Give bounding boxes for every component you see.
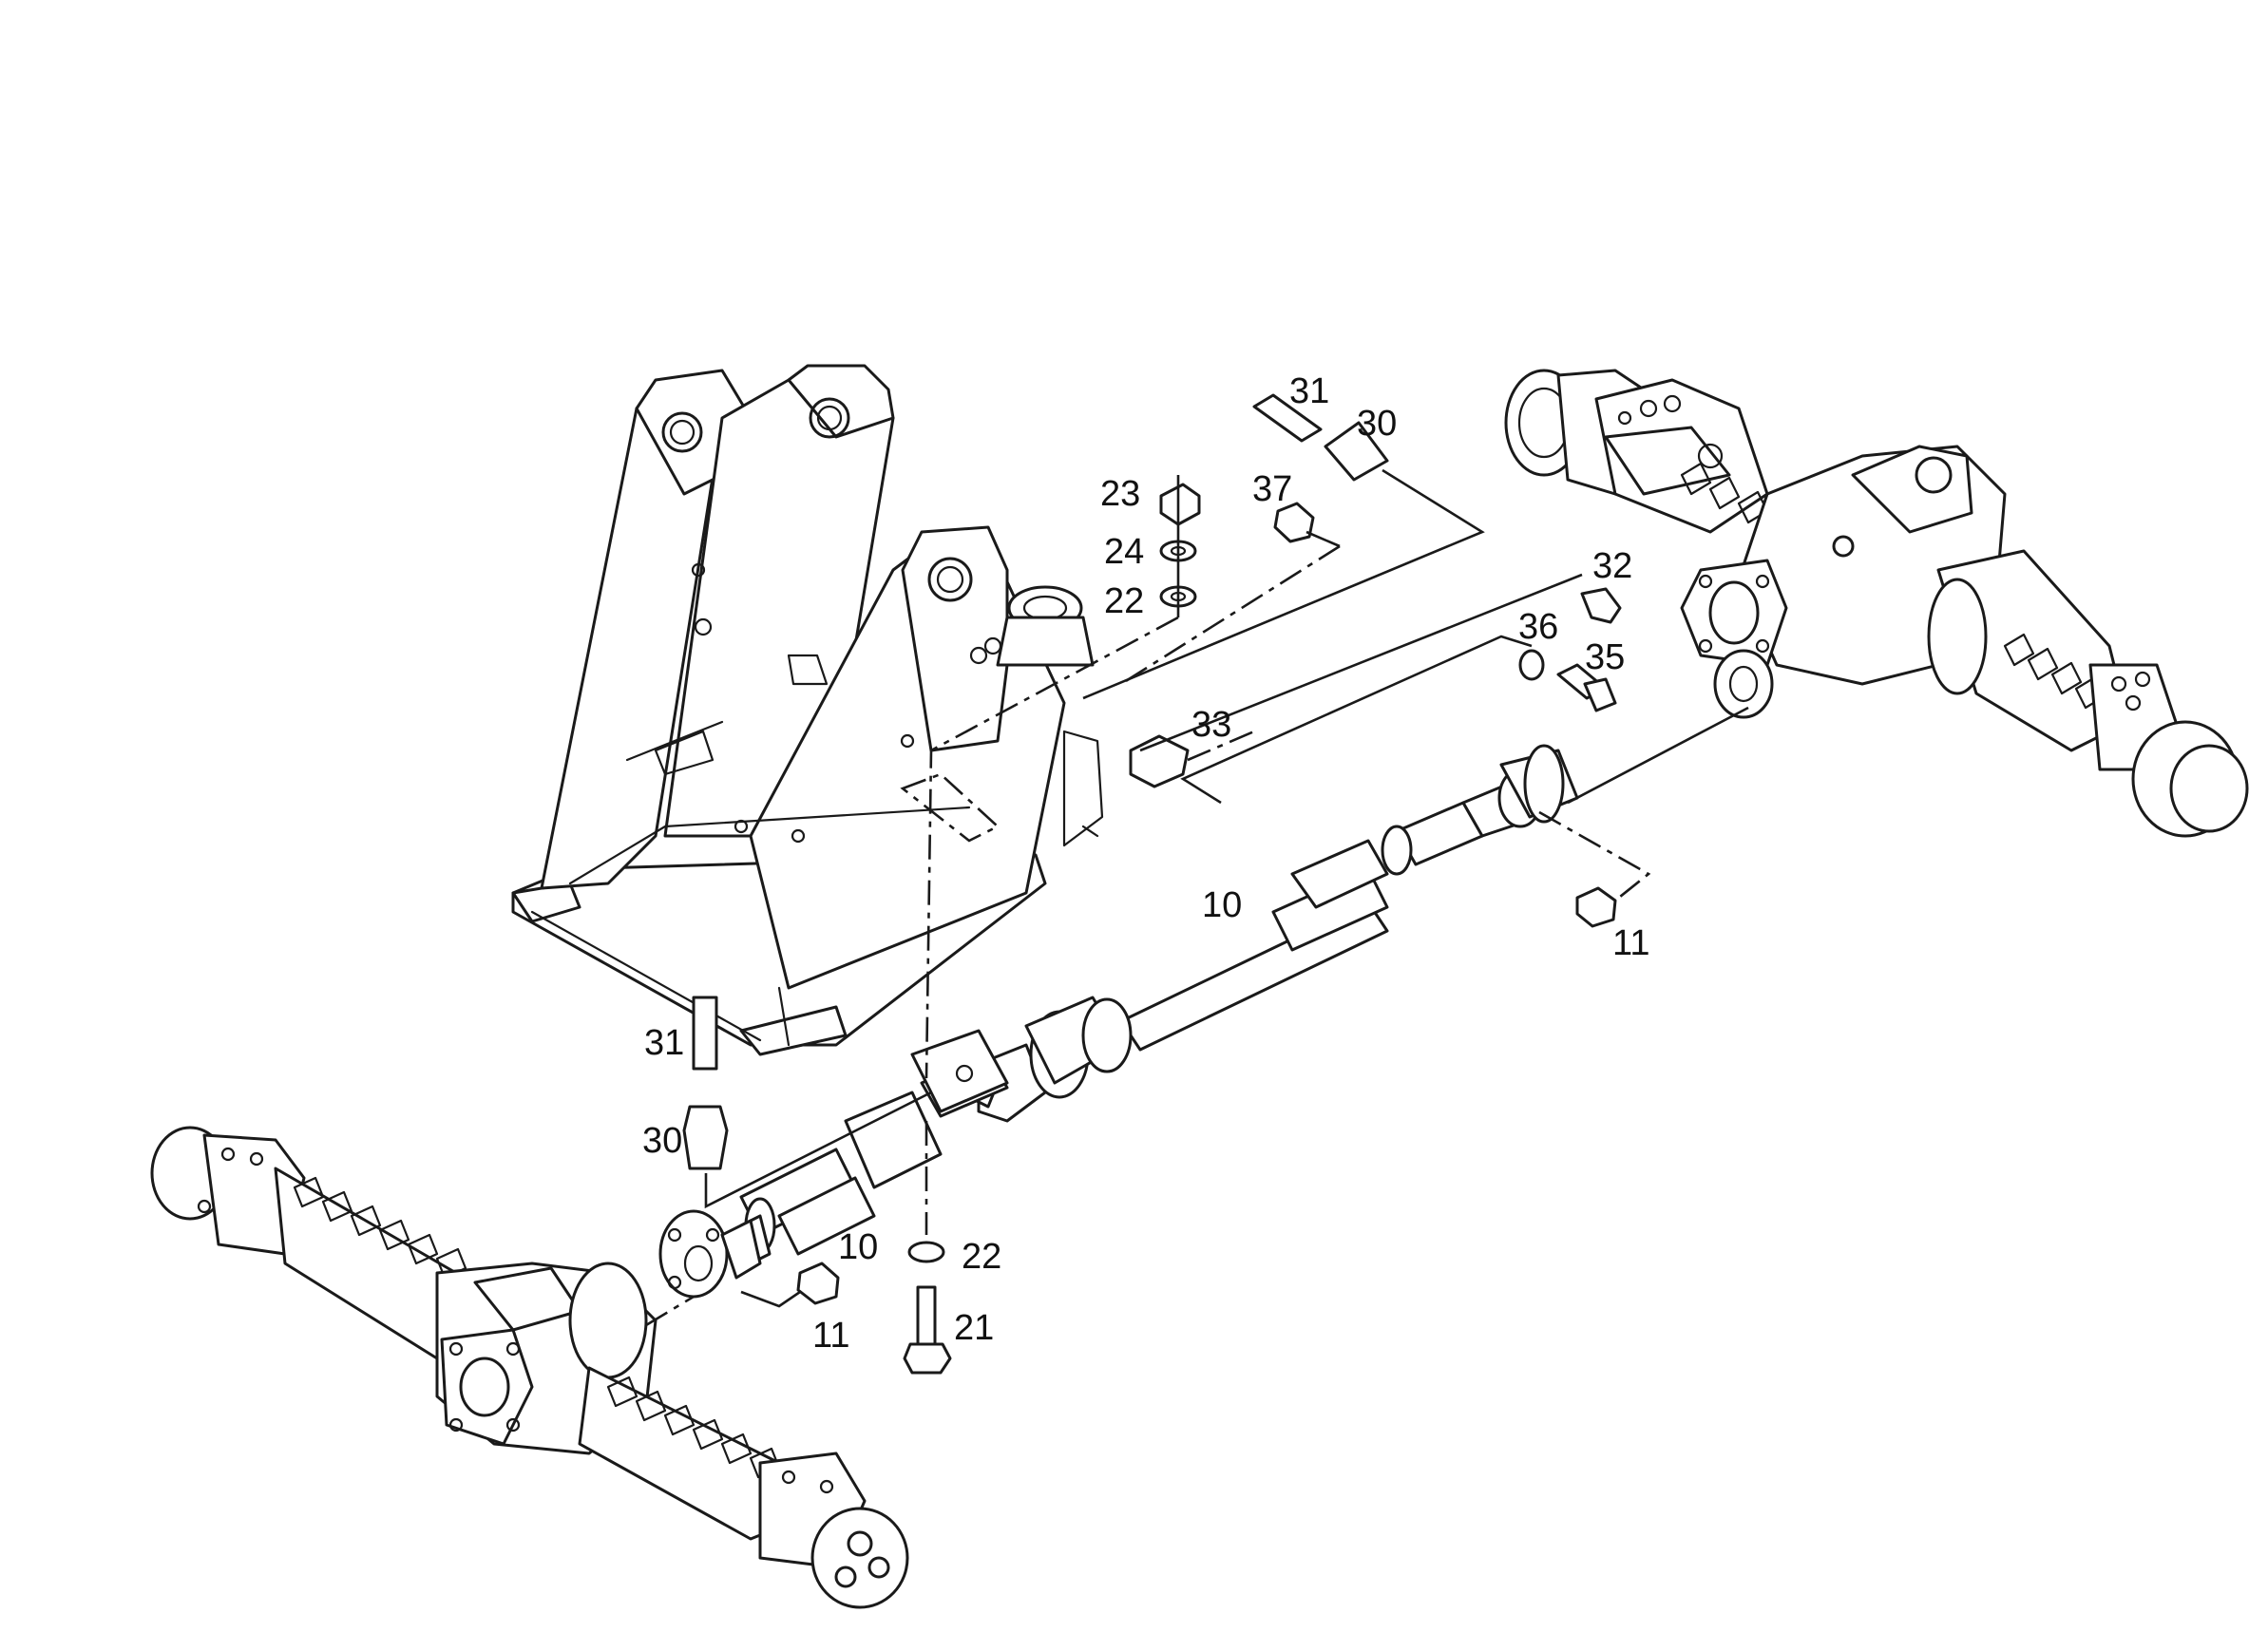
- callout-23: 23: [1100, 474, 1140, 514]
- nut-37: [1273, 502, 1315, 543]
- callout-labels: 31 30 23 37 24 22 32 36 35 33 10 11 31 3…: [642, 371, 1649, 1356]
- leader-lines: [645, 468, 1651, 1327]
- callout-24: 24: [1104, 532, 1144, 572]
- callout-36: 36: [1518, 607, 1558, 647]
- callout-21: 21: [954, 1308, 994, 1348]
- chassis-frame: [511, 364, 1104, 1056]
- callout-31-bottom: 31: [644, 1023, 684, 1063]
- callout-10-bottom: 10: [838, 1227, 878, 1267]
- callout-32: 32: [1592, 546, 1632, 586]
- fitting-30-top: [1324, 421, 1389, 482]
- callout-31-top: 31: [1289, 371, 1329, 411]
- pin-31-top: [1252, 393, 1323, 443]
- front-axle: [150, 1126, 909, 1609]
- fitting-30-bottom: [682, 1105, 729, 1170]
- nut-11-right: [1575, 886, 1617, 928]
- callout-22-top: 22: [1104, 581, 1144, 621]
- drive-shaft-front: [658, 996, 1133, 1299]
- drive-shaft-rear: [1119, 706, 1749, 1052]
- callout-10-top: 10: [1202, 885, 1242, 925]
- rear-axle: [1504, 369, 2249, 838]
- grease-fitting-32: [1580, 587, 1622, 624]
- washer-36: [1518, 649, 1545, 681]
- callout-30-bottom: 30: [642, 1121, 682, 1161]
- callout-37: 37: [1252, 469, 1292, 509]
- callout-33: 33: [1191, 705, 1231, 745]
- washer-22-bottom: [907, 1241, 945, 1263]
- callout-22-bottom: 22: [962, 1237, 1001, 1277]
- callout-11-bottom: 11: [812, 1316, 849, 1356]
- callout-35: 35: [1585, 637, 1625, 677]
- callout-11-right: 11: [1612, 923, 1649, 963]
- pin-31-bottom: [692, 996, 718, 1071]
- callout-30-top: 30: [1357, 404, 1397, 444]
- bolt-21: [916, 1285, 937, 1346]
- nut-11-bottom: [796, 1262, 840, 1305]
- nut-23: [1159, 483, 1201, 526]
